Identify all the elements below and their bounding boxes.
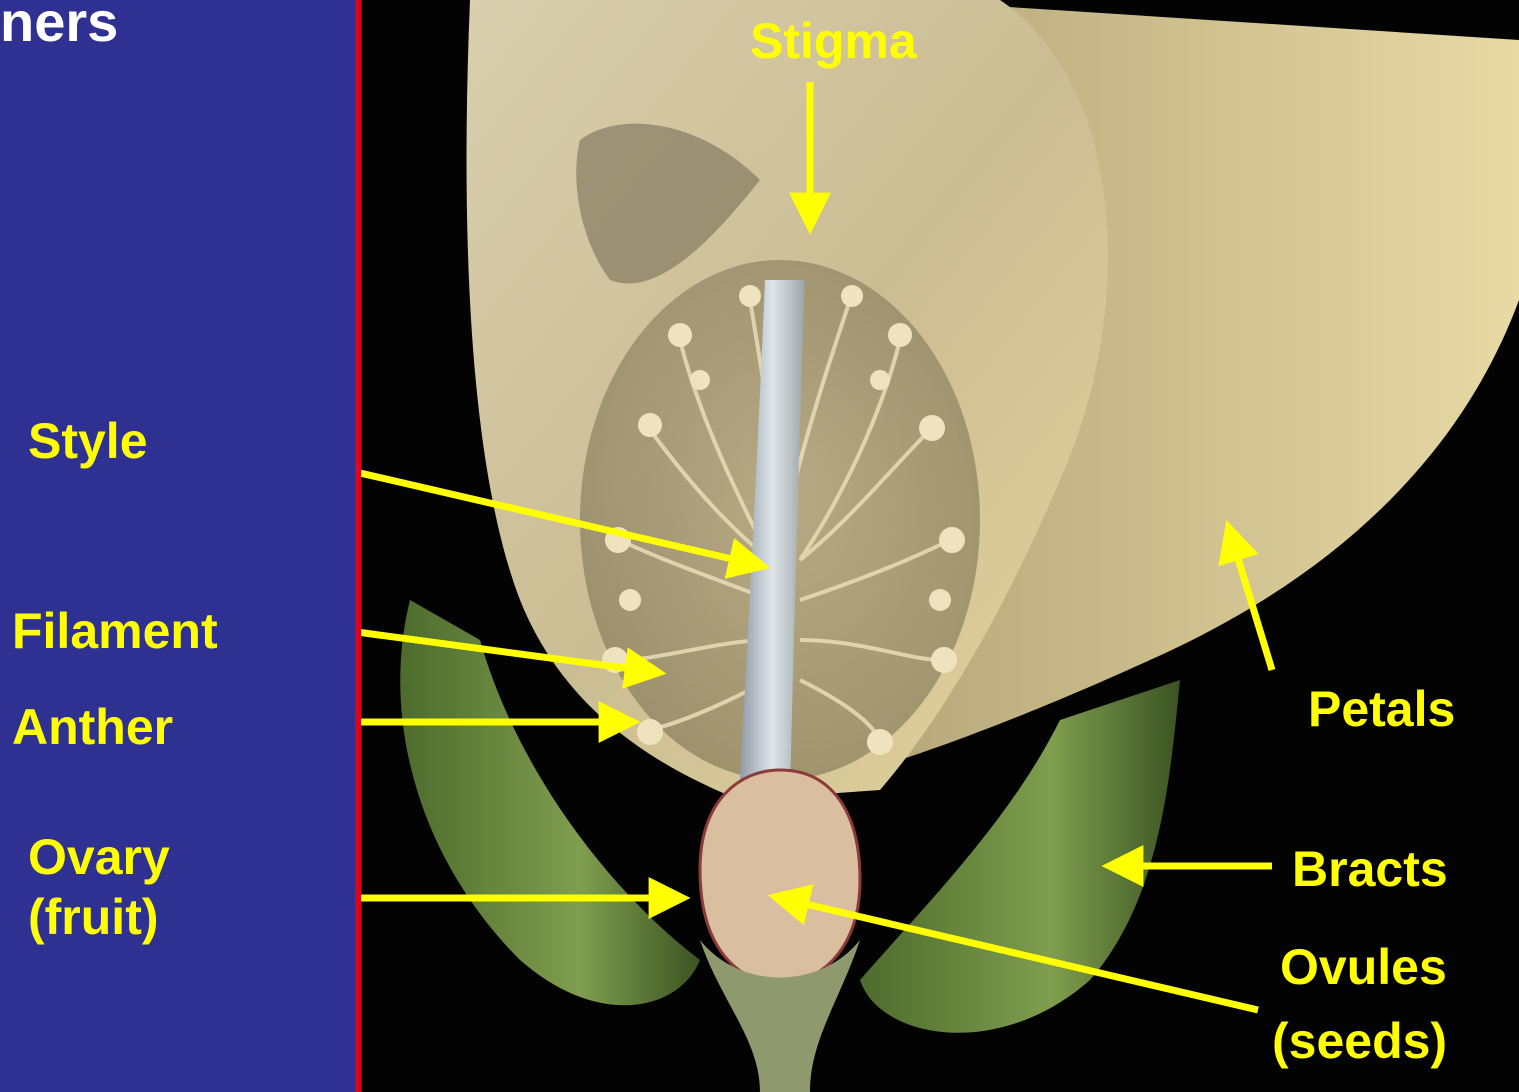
label-anther: Anther [12, 698, 173, 756]
slide-title-fragment: ners [0, 0, 118, 54]
flower-cross-section-photo [361, 0, 1519, 1092]
arrow-ovules [780, 898, 1258, 1010]
label-ovary-fruit: (fruit) [28, 888, 159, 946]
arrow-style [361, 436, 758, 565]
arrow-filament [361, 626, 654, 672]
label-style: Style [28, 412, 148, 470]
arrow-overlay [361, 0, 1519, 1092]
label-filament: Filament [12, 602, 218, 660]
label-ovules: Ovules [1280, 938, 1447, 996]
label-stigma: Stigma [750, 12, 917, 70]
label-petals: Petals [1308, 680, 1455, 738]
label-ovary: Ovary [28, 828, 170, 886]
label-bracts: Bracts [1292, 840, 1448, 898]
arrow-petals [1230, 532, 1272, 670]
label-ovules-seeds: (seeds) [1272, 1012, 1447, 1070]
